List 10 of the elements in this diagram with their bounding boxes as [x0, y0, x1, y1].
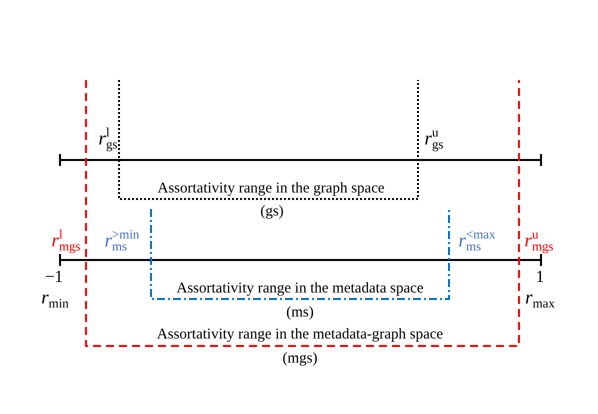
math-symbol: r$_{max}$ [525, 288, 555, 310]
tick-value: −1 [44, 267, 64, 287]
range-abbreviation: (mgs) [282, 350, 318, 368]
tick-value: 1 [536, 267, 544, 287]
range-caption: Assortativity range in the metadata-graph space [156, 326, 444, 344]
range-abbreviation: (ms) [286, 304, 314, 322]
math-symbol: r$_{min}$ [41, 288, 69, 310]
range-caption: Assortativity range in the metadata space [176, 280, 424, 298]
range-abbreviation: (gs) [260, 203, 284, 221]
range-caption: Assortativity range in the graph space [158, 180, 384, 198]
